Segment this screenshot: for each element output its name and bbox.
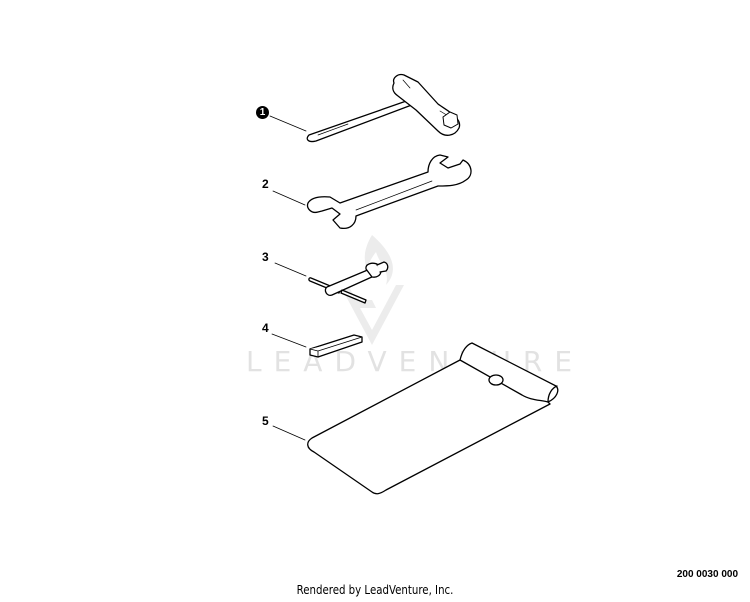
- callout-5[interactable]: 5: [262, 414, 269, 428]
- callout-3[interactable]: 3: [262, 250, 269, 264]
- callout-4[interactable]: 4: [262, 321, 269, 335]
- part-5-tool-pouch[interactable]: [272, 342, 559, 495]
- part-2-open-end-wrench[interactable]: [272, 154, 472, 230]
- footer-credit: Rendered by LeadVenture, Inc.: [296, 583, 454, 597]
- part-1-spark-plug-wrench[interactable]: [269, 73, 461, 143]
- part-4-hex-bar[interactable]: [271, 333, 363, 358]
- drawing-number: 200 0030 000: [676, 569, 738, 580]
- callout-2[interactable]: 2: [262, 177, 269, 191]
- part-3-t-handle-tool[interactable]: [274, 261, 389, 304]
- callout-1[interactable]: 1: [256, 106, 269, 119]
